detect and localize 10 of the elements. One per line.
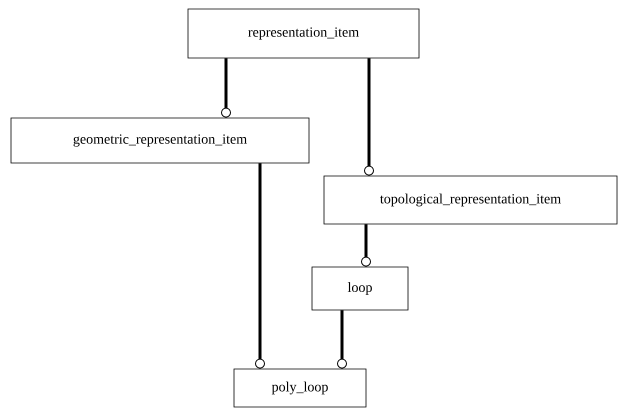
entity-box: poly_loop (234, 368, 366, 408)
subtype-line (364, 58, 374, 176)
subtype-line (255, 163, 265, 369)
entity-box: geometric_representation_item (10, 118, 310, 164)
subtype-line (361, 224, 371, 267)
subtype-line (337, 310, 347, 369)
subtype-line (221, 58, 231, 118)
entity-box: topological_representation_item (324, 176, 618, 224)
entity-box: representation_item (188, 8, 420, 58)
entity-box: loop (312, 266, 408, 310)
